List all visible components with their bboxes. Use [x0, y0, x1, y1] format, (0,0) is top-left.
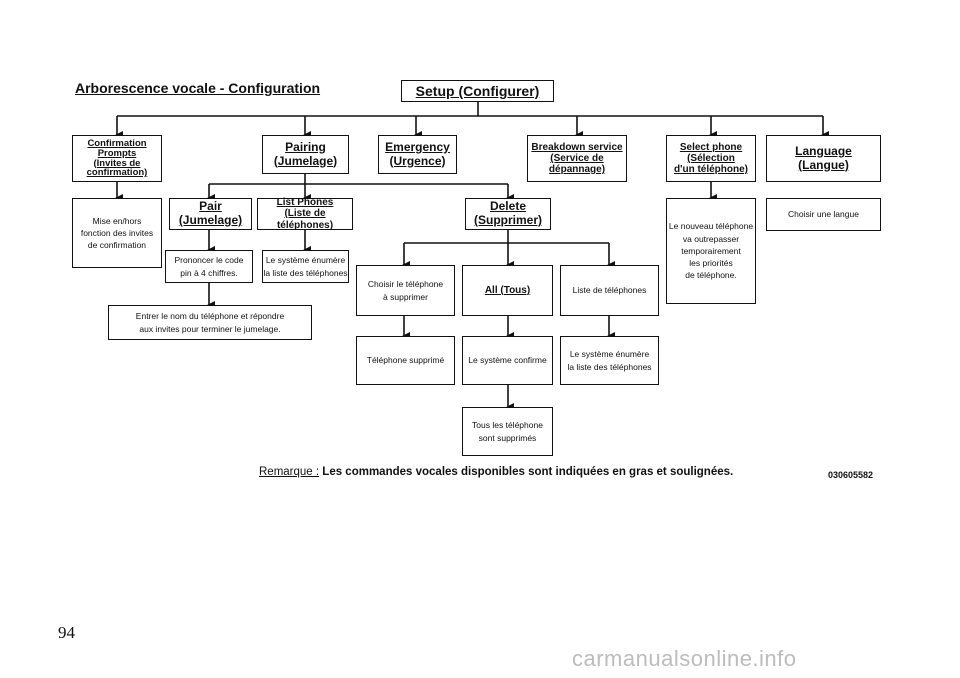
- delete-phone-list: Liste de téléphones: [560, 265, 659, 316]
- phone-deleted: Téléphone supprimé: [356, 336, 455, 385]
- system-confirms: Le système confirme: [462, 336, 553, 385]
- reference-code: 030605582: [828, 470, 874, 480]
- remark-text: Les commandes vocales disponibles sont i…: [319, 466, 734, 478]
- confirmation-description: Mise en/hors fonction des invites de con…: [72, 198, 162, 268]
- system-lists-phones: Le système énumère la liste des téléphon…: [560, 336, 659, 385]
- node-list-phones: List Phones (Liste de téléphones): [257, 197, 353, 231]
- page-number: 94: [58, 623, 75, 642]
- pin-instruction: Prononcer le code pin à 4 chiffres.: [165, 250, 253, 283]
- language-description: Choisir une langue: [766, 198, 881, 231]
- node-emergency: Emergency (Urgence): [378, 135, 457, 174]
- node-delete-all: All (Tous): [462, 265, 553, 316]
- node-delete: Delete (Supprimer): [465, 198, 551, 230]
- remark-label: Remarque :: [259, 466, 320, 478]
- watermark: carmanualsonline.info: [572, 646, 797, 671]
- node-pair: Pair (Jumelage): [169, 198, 252, 230]
- node-breakdown-service: Breakdown service (Service de dépannage): [527, 135, 627, 182]
- diagram-title: Arborescence vocale - Configuration: [75, 80, 321, 96]
- list-phones-description: Le système énumère la liste des téléphon…: [262, 250, 349, 283]
- name-instruction: Entrer le nom du téléphone et répondre a…: [108, 305, 312, 340]
- node-pairing: Pairing (Jumelage): [262, 135, 349, 174]
- node-language: Language (Langue): [766, 135, 881, 182]
- select-phone-description: Le nouveau téléphone va outrepasser temp…: [666, 198, 756, 304]
- delete-choose-phone: Choisir le téléphone à supprimer: [356, 265, 455, 316]
- node-select-phone: Select phone (Sélection d'un téléphone): [666, 135, 756, 182]
- node-confirmation-prompts: Confirmation Prompts (Invites de confirm…: [72, 135, 162, 182]
- node-setup: Setup (Configurer): [401, 80, 554, 102]
- remark-note: Remarque : Les commandes vocales disponi…: [259, 466, 733, 478]
- all-phones-deleted: Tous les téléphone sont supprimés: [462, 407, 553, 456]
